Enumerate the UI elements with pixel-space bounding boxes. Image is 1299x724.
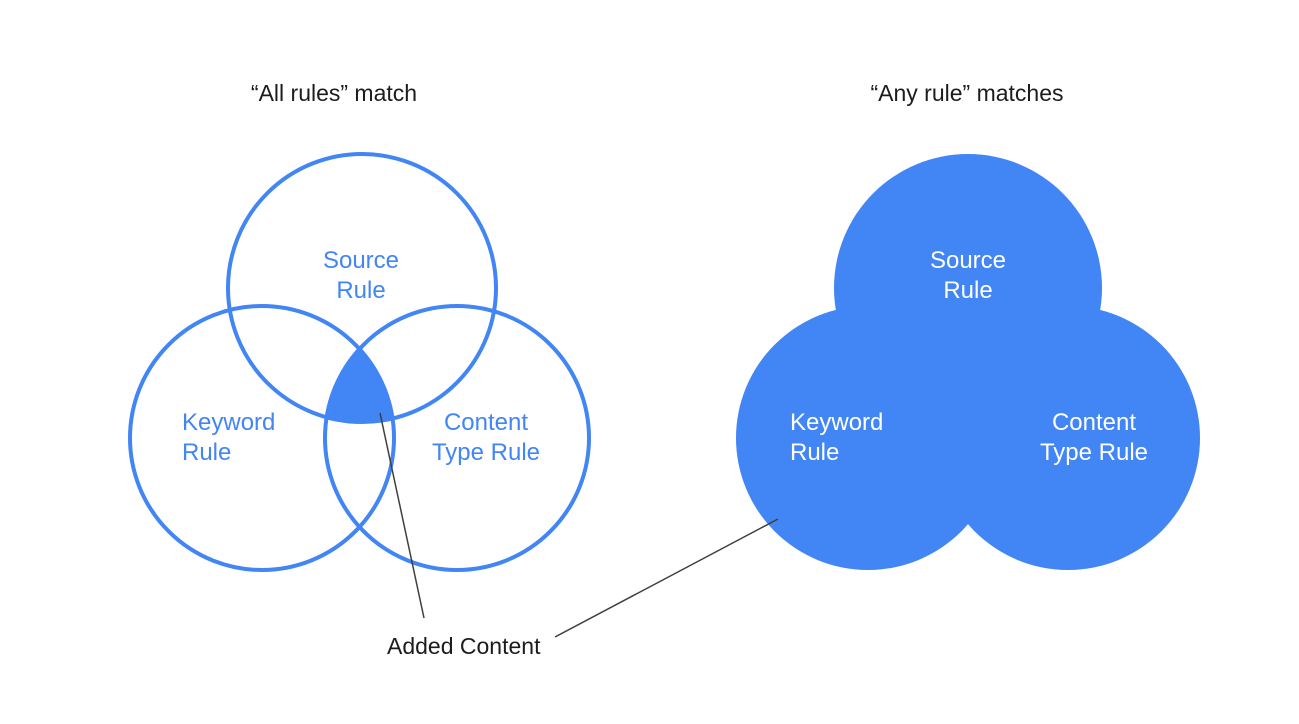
- left-source-rule-label: Source Rule: [322, 247, 400, 304]
- connector-line-to-right-union: [554, 518, 779, 638]
- right-content-type-rule-circle: [936, 306, 1200, 570]
- added-content-annotation: Added Content: [387, 633, 541, 659]
- left-diagram-title: “All rules” match: [250, 80, 418, 106]
- left-content-type-rule-circle: [323, 304, 591, 572]
- right-keyword-rule-circle: [736, 306, 1000, 570]
- connector-line-to-left-intersection: [379, 412, 425, 619]
- left-content-type-rule-label: Content Type Rule: [431, 409, 541, 466]
- right-keyword-rule-label: Keyword Rule: [790, 409, 884, 466]
- right-content-type-rule-label: Content Type Rule: [1039, 409, 1149, 466]
- left-keyword-rule-label: Keyword Rule: [182, 409, 276, 466]
- right-diagram-title: “Any rule” matches: [870, 80, 1064, 106]
- left-keyword-rule-circle: [128, 304, 396, 572]
- right-source-rule-label: Source Rule: [929, 247, 1007, 304]
